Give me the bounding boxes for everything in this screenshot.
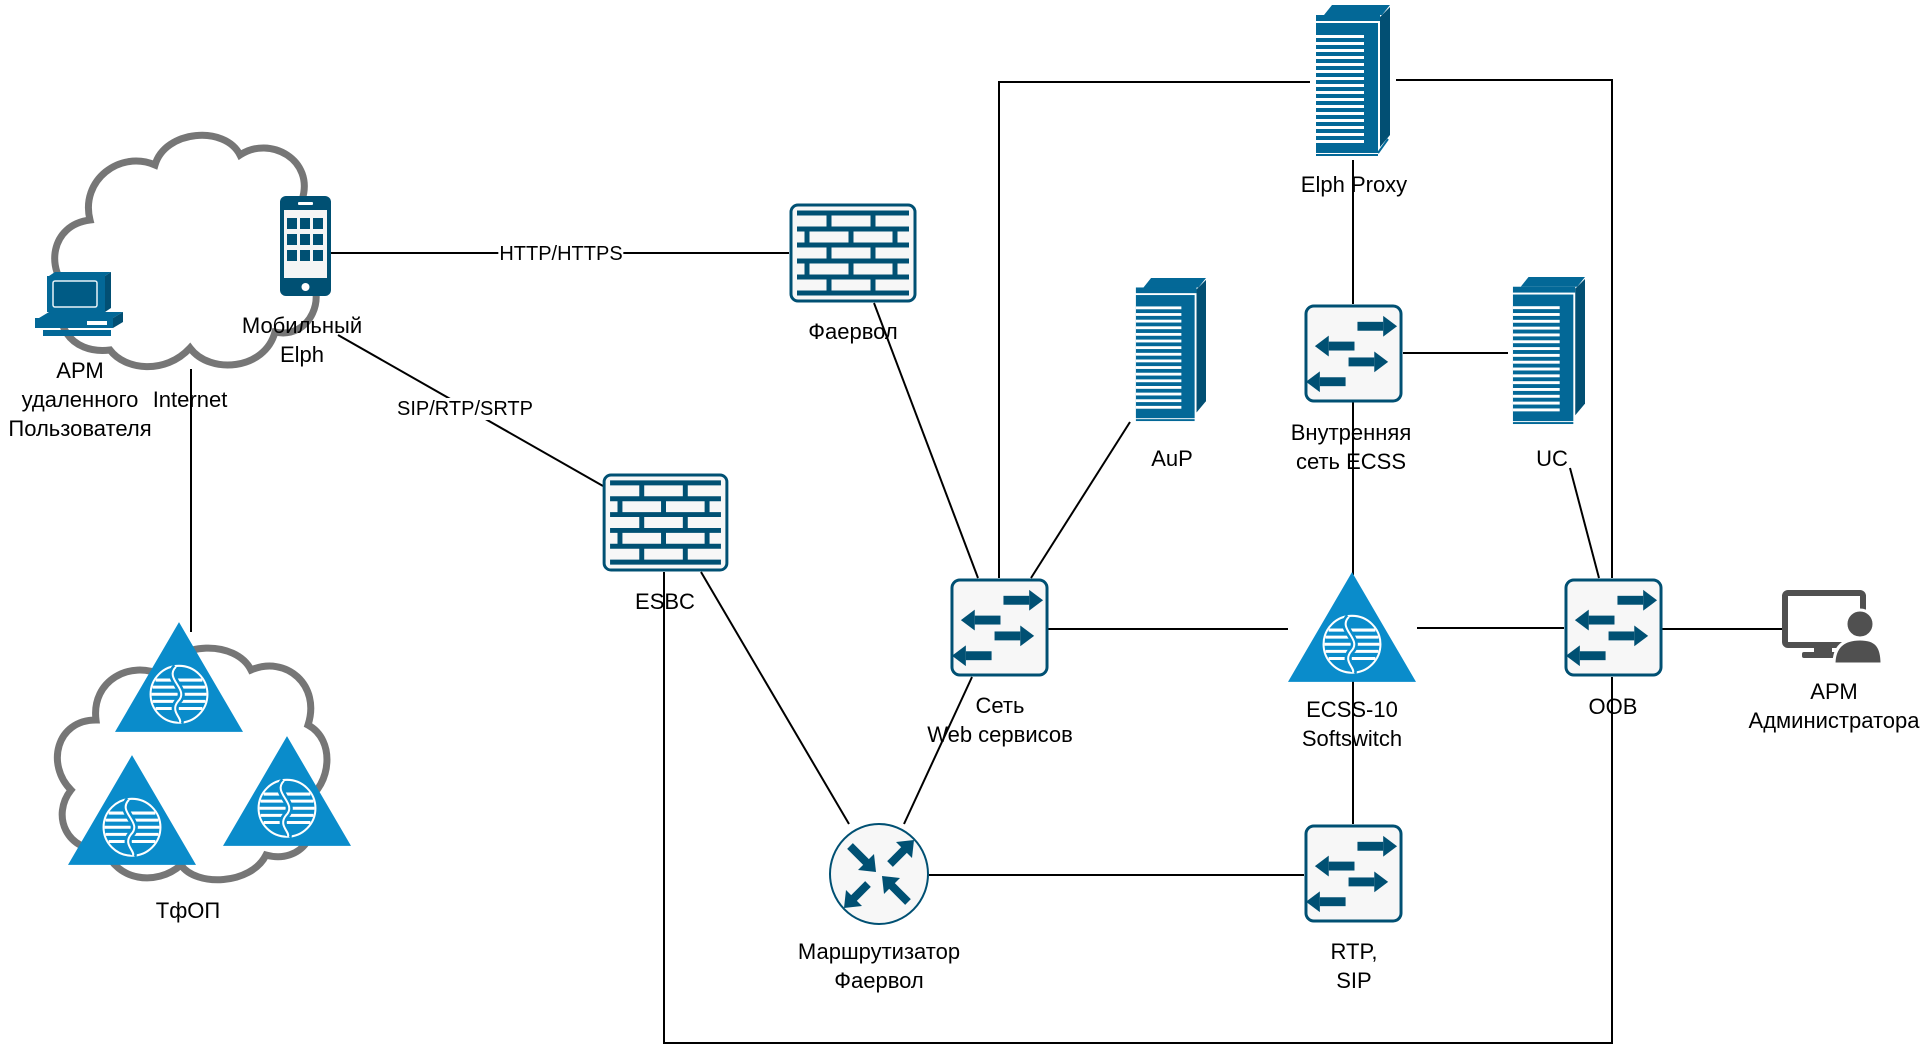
- firewall-device[interactable]: [789, 203, 917, 303]
- edge-esbc-oob: [663, 572, 1613, 1044]
- edge-aup-webswitch: [1030, 421, 1131, 579]
- mobile-label: Мобильный Elph: [241, 313, 363, 367]
- softswitch-icon: [115, 622, 243, 732]
- rtp-switch-label: RTP, SIP: [1330, 939, 1378, 993]
- admin-workstation[interactable]: [1782, 590, 1882, 664]
- uc-label: UC: [1536, 446, 1568, 471]
- pstn-softswitch-left[interactable]: [68, 755, 196, 865]
- pstn-softswitch-top[interactable]: [115, 622, 243, 732]
- ecss-label: ECSS-10 Softswitch: [1301, 697, 1403, 751]
- web-switch-label: Сеть Web сервисов: [927, 693, 1073, 747]
- uc-server[interactable]: [1511, 276, 1585, 426]
- edge-esbc-router: [700, 571, 850, 825]
- web-services-switch[interactable]: [950, 578, 1049, 677]
- elph-proxy-server[interactable]: [1314, 5, 1390, 157]
- switch-icon: [1564, 578, 1663, 677]
- internet-cloud[interactable]: [40, 120, 332, 372]
- smartphone-icon: [280, 196, 331, 296]
- switch-icon: [1304, 824, 1403, 923]
- edge-label-sip: SIP/RTP/SRTP: [396, 398, 534, 420]
- switch-icon: [950, 578, 1049, 677]
- router-label: Маршрутизатор Фаервол: [797, 939, 961, 993]
- firewall-icon: [602, 473, 729, 572]
- switch-icon: [1304, 304, 1403, 403]
- elph-proxy-label: Elph Proxy: [1300, 172, 1408, 197]
- softswitch-icon: [1288, 572, 1416, 682]
- mobile-phone[interactable]: [280, 196, 331, 296]
- remote-workstation-label: АРМ удаленного Пользователя: [8, 358, 152, 441]
- oob-label: OOB: [1588, 694, 1638, 719]
- firewall-label: Фаервол: [808, 319, 898, 344]
- pstn-label: ТфОП: [155, 898, 221, 923]
- internal-switch-label: Внутренняя сеть ECSS: [1290, 420, 1412, 474]
- server-icon: [1512, 277, 1585, 425]
- server-icon: [1135, 278, 1206, 422]
- oob-switch[interactable]: [1564, 578, 1663, 677]
- workstation-icon: [35, 272, 123, 336]
- pstn-softswitch-right[interactable]: [223, 736, 351, 846]
- remote-workstation[interactable]: [33, 272, 125, 338]
- softswitch-icon: [223, 736, 351, 846]
- softswitch-icon: [68, 755, 196, 865]
- internal-ecss-switch[interactable]: [1304, 304, 1403, 403]
- edge-firewall-webswitch: [873, 302, 979, 579]
- internet-label: Internet: [152, 387, 228, 412]
- edge-webswitch-router: [903, 676, 973, 825]
- edge-webswitch-elphproxy: [998, 81, 1310, 578]
- admin-workstation-icon: [1782, 590, 1882, 664]
- edge-label-http: HTTP/HTTPS: [498, 243, 624, 265]
- firewall-icon: [789, 203, 917, 303]
- rtp-sip-switch[interactable]: [1304, 824, 1403, 923]
- aup-label: AuP: [1151, 446, 1193, 471]
- router-firewall[interactable]: [828, 822, 930, 926]
- ecss-softswitch[interactable]: [1288, 572, 1416, 682]
- edge-uc-oob: [1569, 467, 1600, 579]
- esbc-label: ESBC: [635, 589, 695, 614]
- admin-label: АРМ Администратора: [1748, 679, 1920, 733]
- server-icon: [1316, 5, 1390, 156]
- esbc-device[interactable]: [602, 473, 729, 572]
- aup-server[interactable]: [1134, 276, 1206, 424]
- router-icon: [829, 823, 929, 925]
- edge-elphproxy-oob: [1396, 79, 1613, 578]
- softswitch-globe: [149, 664, 209, 725]
- cloud-icon: [51, 131, 328, 371]
